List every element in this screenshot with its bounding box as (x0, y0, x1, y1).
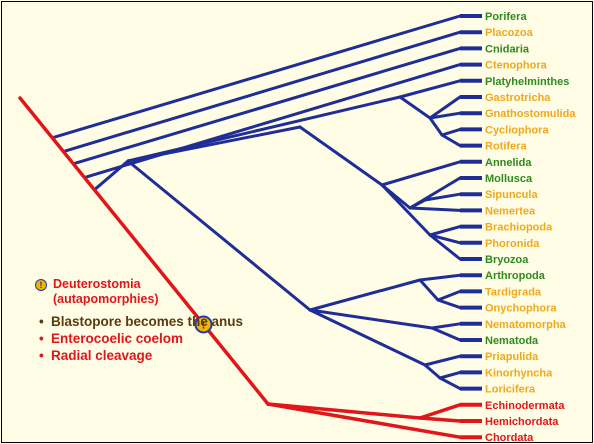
legend-title: Deuterostomia (autapomorphies) (53, 277, 159, 307)
taxon-label: Brachiopoda (485, 222, 553, 234)
taxon-label: Priapulida (485, 351, 539, 363)
taxon-label: Loricifera (485, 384, 536, 396)
branch-hemichordata (418, 416, 462, 423)
taxon-label: Nematoda (485, 335, 539, 347)
branch-nematoida (308, 308, 434, 330)
branch-nematoda (430, 326, 462, 342)
taxon-label: Nemertea (485, 205, 536, 217)
exclamation-circle-icon: ! (35, 279, 47, 291)
taxon-label: Bryozoa (485, 254, 529, 266)
legend-title-line1: Deuterostomia (53, 277, 141, 291)
taxon-label: Chordata (485, 432, 534, 444)
branch-onychophora (436, 298, 462, 310)
taxon-label: Kinorhyncha (485, 367, 553, 379)
branch-sipuncula (423, 192, 462, 202)
branch-deuterostomia (266, 402, 422, 420)
taxon-label: Phoronida (485, 238, 540, 250)
taxon-label: Gastrotricha (485, 92, 551, 104)
branch-cnidaria (71, 46, 462, 166)
branch-bilateria (92, 159, 130, 192)
autapomorphy-item: Radial cleavage (39, 347, 265, 364)
branch-gastrotricha (428, 95, 462, 120)
branch-chordata (266, 402, 462, 439)
legend: ! Deuterostomia (autapomorphies) Blastop… (35, 277, 265, 364)
taxon-label: Annelida (485, 157, 532, 169)
protostome-branches (50, 14, 462, 391)
branch-platyzoa (126, 95, 402, 163)
taxon-labels: PoriferaPlacozoaCnidariaCtenophoraPlatyh… (460, 11, 576, 444)
branch-tardigrada (436, 289, 462, 302)
deuterostome-branches (18, 96, 462, 439)
legend-title-line2: (autapomorphies) (53, 292, 159, 306)
taxon-label: Mollusca (485, 173, 533, 185)
autapomorphy-item: Enterocoelic coelom (39, 330, 265, 347)
branch-echinodermata (418, 403, 462, 420)
branch-scalidophora (308, 308, 427, 367)
taxon-label: Nematomorpha (485, 319, 567, 331)
taxon-label: Gnathostomulida (485, 108, 576, 120)
taxon-label: Rotifera (485, 141, 527, 153)
taxon-label: Hemichordata (485, 416, 559, 428)
taxon-label: Onychophora (485, 303, 557, 315)
branch-kinorhyncha-group (423, 363, 442, 380)
branch-ctenophora (82, 63, 462, 180)
branch-phoronida (428, 233, 462, 245)
branch-ecdysozoa-stem (126, 159, 312, 312)
taxon-label: Arthropoda (485, 270, 546, 282)
autapomorphy-item: Blastopore becomes the anus (39, 313, 265, 330)
branch-brachiopoda (428, 225, 462, 237)
taxon-label: Echinodermata (485, 400, 565, 412)
branch-platyhelminthes (398, 79, 462, 99)
branch-lophophorata (380, 183, 432, 237)
branch-nemertea (408, 206, 462, 212)
branch-nematomorpha (430, 322, 462, 330)
branch-rotifera (440, 133, 462, 148)
branch-tardigrada-group (418, 278, 440, 302)
branch-placozoa (61, 30, 462, 154)
legend-header: ! Deuterostomia (autapomorphies) (35, 277, 265, 307)
autapomorphy-list: Blastopore becomes the anus Enterocoelic… (39, 313, 265, 364)
branch-annelida (380, 160, 462, 187)
branch-loricifera (438, 376, 462, 391)
taxon-label: Sipuncula (485, 189, 538, 201)
taxon-label: Platyhelminthes (485, 76, 569, 88)
branch-bryozoa (428, 233, 462, 261)
branch-porifera (50, 14, 462, 140)
taxon-label: Cycliophora (485, 124, 549, 136)
branch-panarthropoda (308, 278, 422, 312)
branch-gnathostomulida (428, 111, 462, 120)
taxon-label: Tardigrada (485, 286, 542, 298)
branch-spiralia-stem (126, 125, 302, 163)
branch-cycliophora-rotifera (428, 116, 444, 137)
taxon-label: Porifera (485, 11, 527, 23)
branch-arthropoda (418, 273, 462, 282)
branch-gnathifera (398, 95, 432, 120)
taxon-label: Placozoa (485, 27, 534, 39)
branch-kinorhyncha (438, 370, 462, 380)
taxon-label: Ctenophora (485, 60, 548, 72)
branch-priapulida (423, 354, 462, 367)
taxon-label: Cnidaria (485, 43, 530, 55)
branch-lophotrochozoa (298, 125, 384, 187)
branch-cycliophora (440, 127, 462, 137)
